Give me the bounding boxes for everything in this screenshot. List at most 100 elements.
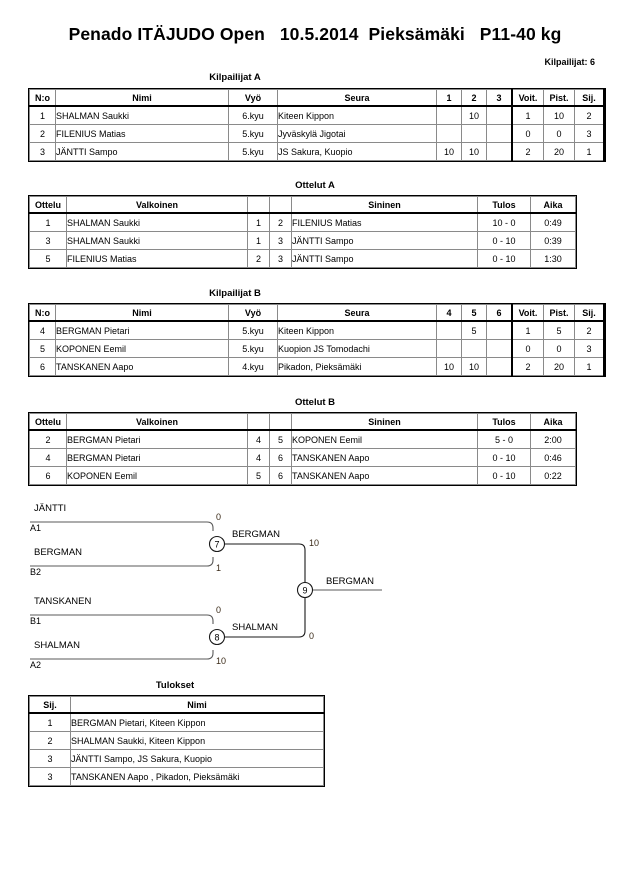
col-valkoinen: Valkoinen	[66, 196, 248, 214]
bracket-sf2-winner: SHALMAN	[232, 622, 278, 633]
col-aika: Aika	[530, 413, 576, 431]
cell-match-5	[461, 339, 487, 358]
cell-match-6	[486, 320, 513, 340]
cell-valkoinen: KOPONEN Eemil	[66, 466, 248, 485]
cell-no: 5	[29, 339, 56, 358]
cell-valkoinen: BERGMAN Pietari	[66, 429, 248, 449]
bracket-node-7-number: 7	[214, 539, 219, 549]
cell-aika: 1:30	[530, 249, 576, 268]
cell-valkoinen: SHALMAN Saukki	[66, 212, 248, 232]
cell-tulos: 10 - 0	[477, 212, 531, 232]
cell-white-no: 4	[247, 429, 270, 449]
cell-nimi: BERGMAN Pietari	[55, 320, 229, 340]
col-seura: Seura	[277, 89, 437, 107]
cell-white-no: 5	[247, 466, 270, 485]
bracket-sf2-bottom-seed: A2	[30, 660, 41, 670]
cell-pist: 20	[543, 142, 575, 161]
col-tulos: Tulos	[477, 196, 531, 214]
col-pist: Pist.	[543, 89, 575, 107]
cell-match-4	[436, 320, 462, 340]
cell-ottelu: 5	[29, 249, 67, 268]
table-row: 3 JÄNTTI Sampo, JS Sakura, Kuopio	[29, 749, 324, 768]
cell-ottelu: 2	[29, 429, 67, 449]
table-row: 4 BERGMAN Pietari 4 6 TANSKANEN Aapo 0 -…	[29, 448, 576, 467]
cell-no: 4	[29, 320, 56, 340]
bracket-sf2-winner-score: 0	[309, 631, 314, 641]
cell-match-4: 10	[436, 357, 462, 376]
bracket-sf1-bottom-name: BERGMAN	[34, 547, 82, 558]
bracket-sf2-top-seed: B1	[30, 616, 41, 626]
table-pool-b: N:o Nimi Vyö Seura 4 5 6 Voit. Pist. Sij…	[29, 304, 605, 376]
cell-sij: 3	[29, 767, 71, 786]
bracket-sf1-top-score: 0	[216, 512, 221, 522]
cell-match-1	[436, 105, 462, 125]
caption-pool-b: Kilpailijat B	[209, 288, 261, 299]
cell-vyo: 5.kyu	[228, 339, 278, 358]
cell-voit: 1	[511, 320, 544, 340]
table-pool-a: N:o Nimi Vyö Seura 1 2 3 Voit. Pist. Sij…	[29, 89, 605, 161]
col-blue-no	[269, 413, 292, 431]
cell-nimi: JÄNTTI Sampo, JS Sakura, Kuopio	[70, 749, 324, 768]
cell-blue-no: 5	[269, 429, 292, 449]
cell-sininen: KOPONEN Eemil	[291, 429, 478, 449]
cell-tulos: 0 - 10	[477, 231, 531, 250]
cell-nimi: SHALMAN Saukki, Kiteen Kippon	[70, 731, 324, 750]
cell-sij: 2	[574, 105, 605, 125]
cell-match-6	[486, 339, 513, 358]
bracket-node-9-number: 9	[302, 585, 307, 595]
cell-sininen: TANSKANEN Aapo	[291, 466, 478, 485]
cell-sij: 2	[574, 320, 605, 340]
cell-pist: 5	[543, 320, 575, 340]
cell-pist: 10	[543, 105, 575, 125]
col-blue-no	[269, 196, 292, 214]
bracket-sf2-bottom-name: SHALMAN	[34, 640, 80, 651]
caption-bouts-b: Ottelut B	[294, 397, 336, 408]
cell-white-no: 4	[247, 448, 270, 467]
table-row: 2 BERGMAN Pietari 4 5 KOPONEN Eemil 5 - …	[29, 429, 576, 449]
cell-blue-no: 6	[269, 448, 292, 467]
table-row: 3 JÄNTTI Sampo 5.kyu JS Sakura, Kuopio 1…	[29, 142, 605, 161]
col-sij: Sij.	[574, 304, 605, 322]
cell-sininen: FILENIUS Matias	[291, 212, 478, 232]
cell-valkoinen: BERGMAN Pietari	[66, 448, 248, 467]
col-nimi: Nimi	[55, 304, 229, 322]
cell-tulos: 0 - 10	[477, 466, 531, 485]
table-row: 3 SHALMAN Saukki 1 3 JÄNTTI Sampo 0 - 10…	[29, 231, 576, 250]
cell-white-no: 2	[247, 249, 270, 268]
cell-vyo: 5.kyu	[228, 142, 278, 161]
bracket-node-8-number: 8	[214, 632, 219, 642]
table-bouts-b: Ottelu Valkoinen Sininen Tulos Aika 2 BE…	[29, 413, 576, 485]
cell-match-1	[436, 124, 462, 143]
bracket-sf1-bottom-score: 1	[216, 563, 221, 573]
cell-match-5: 5	[461, 320, 487, 340]
cell-sij: 1	[574, 357, 605, 376]
cell-voit: 0	[511, 124, 544, 143]
table-row: 4 BERGMAN Pietari 5.kyu Kiteen Kippon 5 …	[29, 320, 605, 340]
cell-match-4	[436, 339, 462, 358]
cell-nimi: TANSKANEN Aapo	[55, 357, 229, 376]
col-voit: Voit.	[511, 304, 544, 322]
caption-pool-a: Kilpailijat A	[209, 72, 261, 83]
col-nimi: Nimi	[55, 89, 229, 107]
col-match-6: 6	[486, 304, 513, 322]
col-aika: Aika	[530, 196, 576, 214]
col-match-3: 3	[486, 89, 513, 107]
caption-bouts-a: Ottelut A	[295, 180, 335, 191]
col-no: N:o	[29, 304, 56, 322]
table-row: 3 TANSKANEN Aapo , Pikadon, Pieksämäki	[29, 767, 324, 786]
bracket-sf1-winner: BERGMAN	[232, 529, 280, 540]
col-tulos: Tulos	[477, 413, 531, 431]
cell-match-2: 10	[461, 142, 487, 161]
col-match-4: 4	[436, 304, 462, 322]
cell-ottelu: 1	[29, 212, 67, 232]
col-sij: Sij.	[574, 89, 605, 107]
cell-sininen: JÄNTTI Sampo	[291, 249, 478, 268]
cell-aika: 2:00	[530, 429, 576, 449]
cell-match-2	[461, 124, 487, 143]
cell-match-2: 10	[461, 105, 487, 125]
cell-pist: 20	[543, 357, 575, 376]
bracket-sf2-bottom-score: 10	[216, 656, 226, 666]
bracket-sf1-top-seed: A1	[30, 523, 41, 533]
col-pist: Pist.	[543, 304, 575, 322]
bracket-sf1-top-name: JÄNTTI	[34, 503, 66, 514]
